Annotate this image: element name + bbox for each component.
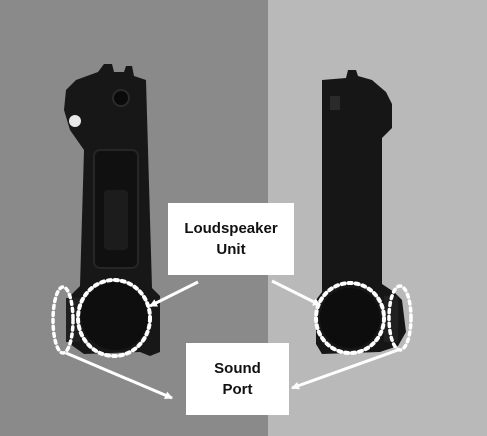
right-sound-port-outline — [387, 284, 413, 352]
sound-port-label-line2: Port — [222, 381, 253, 398]
left-loudspeaker-outline — [76, 278, 152, 358]
left-white-peg — [69, 115, 81, 127]
right-loudspeaker-outline — [314, 281, 386, 355]
left-speaker-module — [64, 64, 160, 356]
loudspeaker-label-line1: Loudspeaker — [184, 220, 278, 237]
right-speaker-module — [316, 70, 406, 354]
arrow-to-right-sound-port — [291, 348, 399, 390]
loudspeaker-unit-label: Loudspeaker Unit — [168, 203, 294, 275]
sound-port-label: Sound Port — [186, 343, 289, 415]
sound-port-label-line1: Sound — [214, 360, 261, 377]
left-screw-hole — [112, 89, 130, 107]
loudspeaker-label-line2: Unit — [216, 241, 246, 258]
arrow-to-left-sound-port — [65, 351, 173, 400]
arrow-to-left-loudspeaker — [149, 280, 199, 308]
arrow-to-right-loudspeaker — [271, 279, 321, 307]
left-sound-port-outline — [51, 285, 75, 355]
